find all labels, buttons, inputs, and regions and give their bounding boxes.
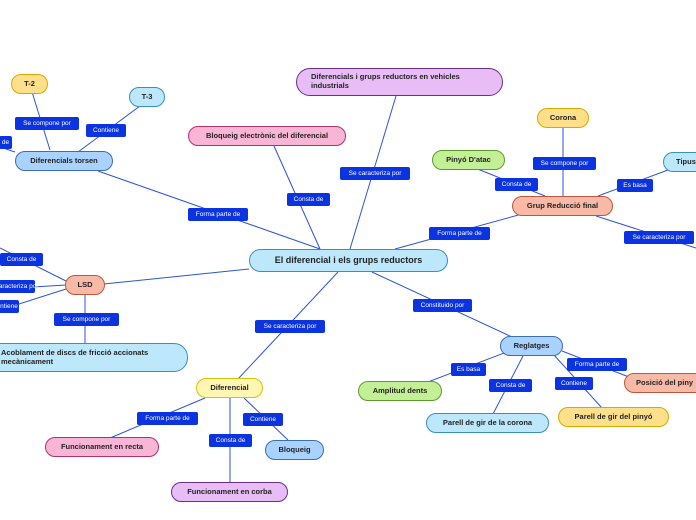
node-funcionament-recta[interactable]: Funcionament en recta <box>45 437 159 457</box>
link-label-forma-grup: Forma parte de <box>429 227 490 240</box>
link-label-forma-posicio: Forma parte de <box>567 358 627 371</box>
link-label-forma-recta: Forma parte de <box>137 412 198 425</box>
node-vehicles-industrials[interactable]: Diferencials i grups reductors en vehicl… <box>296 68 503 96</box>
link-label-consta-lsd: Consta de <box>0 253 43 266</box>
node-pinyo-atac[interactable]: Pinyó D'atac <box>432 150 505 170</box>
link-central-lsd <box>103 268 250 285</box>
link-label-esbasa-amplitud: Es basa <box>451 363 486 376</box>
link-label-forma-torsen: Forma parte de <box>188 208 248 221</box>
node-diferencials-torsen[interactable]: Diferencials torsen <box>15 151 113 171</box>
link-label-constituido: Constituido por <box>413 299 472 312</box>
link-label-compone-t2: Se compone por <box>15 117 79 130</box>
link-label-consta-bloqueig: Consta de <box>287 193 330 206</box>
node-bloqueig[interactable]: Bloqueig <box>265 440 324 460</box>
link-label-esbasa-tipus: Es basa <box>617 179 653 192</box>
link-label-compone-lsd: Se compone por <box>54 313 119 326</box>
node-t2[interactable]: T-2 <box>11 74 48 94</box>
node-posicio-pinyo[interactable]: Posició del piny <box>624 373 696 393</box>
node-lsd[interactable]: LSD <box>65 275 105 295</box>
node-central-topic[interactable]: El diferencial i els grups reductors <box>249 249 448 272</box>
link-label-contiene-lsd: ntiene <box>0 300 19 313</box>
node-tipus[interactable]: Tipus <box>663 152 696 172</box>
link-label-consta-reglatges: Consta de <box>489 379 532 392</box>
link-label-caracteriza-right: Se caracteriza por <box>624 231 694 244</box>
link-label-caracteriza-lsd: caracteriza por <box>0 280 39 293</box>
node-t3[interactable]: T-3 <box>129 87 165 107</box>
node-grup-reduccio-final[interactable]: Grup Reducció final <box>512 196 613 216</box>
link-label-consta-corba: Consta de <box>209 434 252 447</box>
node-parell-pinyo[interactable]: Parell de gir del pinyó <box>558 407 669 427</box>
link-label-consta-pinyo: Consta de <box>495 178 538 191</box>
link-label-compone-corona: Se compone por <box>533 157 596 170</box>
link-label-caracteriza-vehicles: Se caracteriza por <box>340 167 410 180</box>
link-label-contiene-t3: Contiene <box>86 124 126 137</box>
node-amplitud-dents[interactable]: Amplitud dents <box>358 381 442 401</box>
node-bloqueig-electronic[interactable]: Bloqueig electrònic del diferencial <box>188 126 346 146</box>
link-label-de-left: de <box>0 136 12 149</box>
node-acoblament-discs[interactable]: Acoblament de discs de fricció accionats… <box>0 343 188 372</box>
link-label-contiene-bloqueig: Contiene <box>243 413 283 426</box>
node-reglatges[interactable]: Reglatges <box>500 336 563 356</box>
link-label-contiene-reglatges: Contiene <box>555 377 593 390</box>
node-diferencial[interactable]: Diferencial <box>196 378 263 398</box>
link-label-caracteriza-diferencial: Se caracteriza por <box>255 320 325 333</box>
node-corona[interactable]: Corona <box>537 108 589 128</box>
node-funcionament-corba[interactable]: Funcionament en corba <box>171 482 288 502</box>
node-parell-corona[interactable]: Parell de gir de la corona <box>426 413 549 433</box>
